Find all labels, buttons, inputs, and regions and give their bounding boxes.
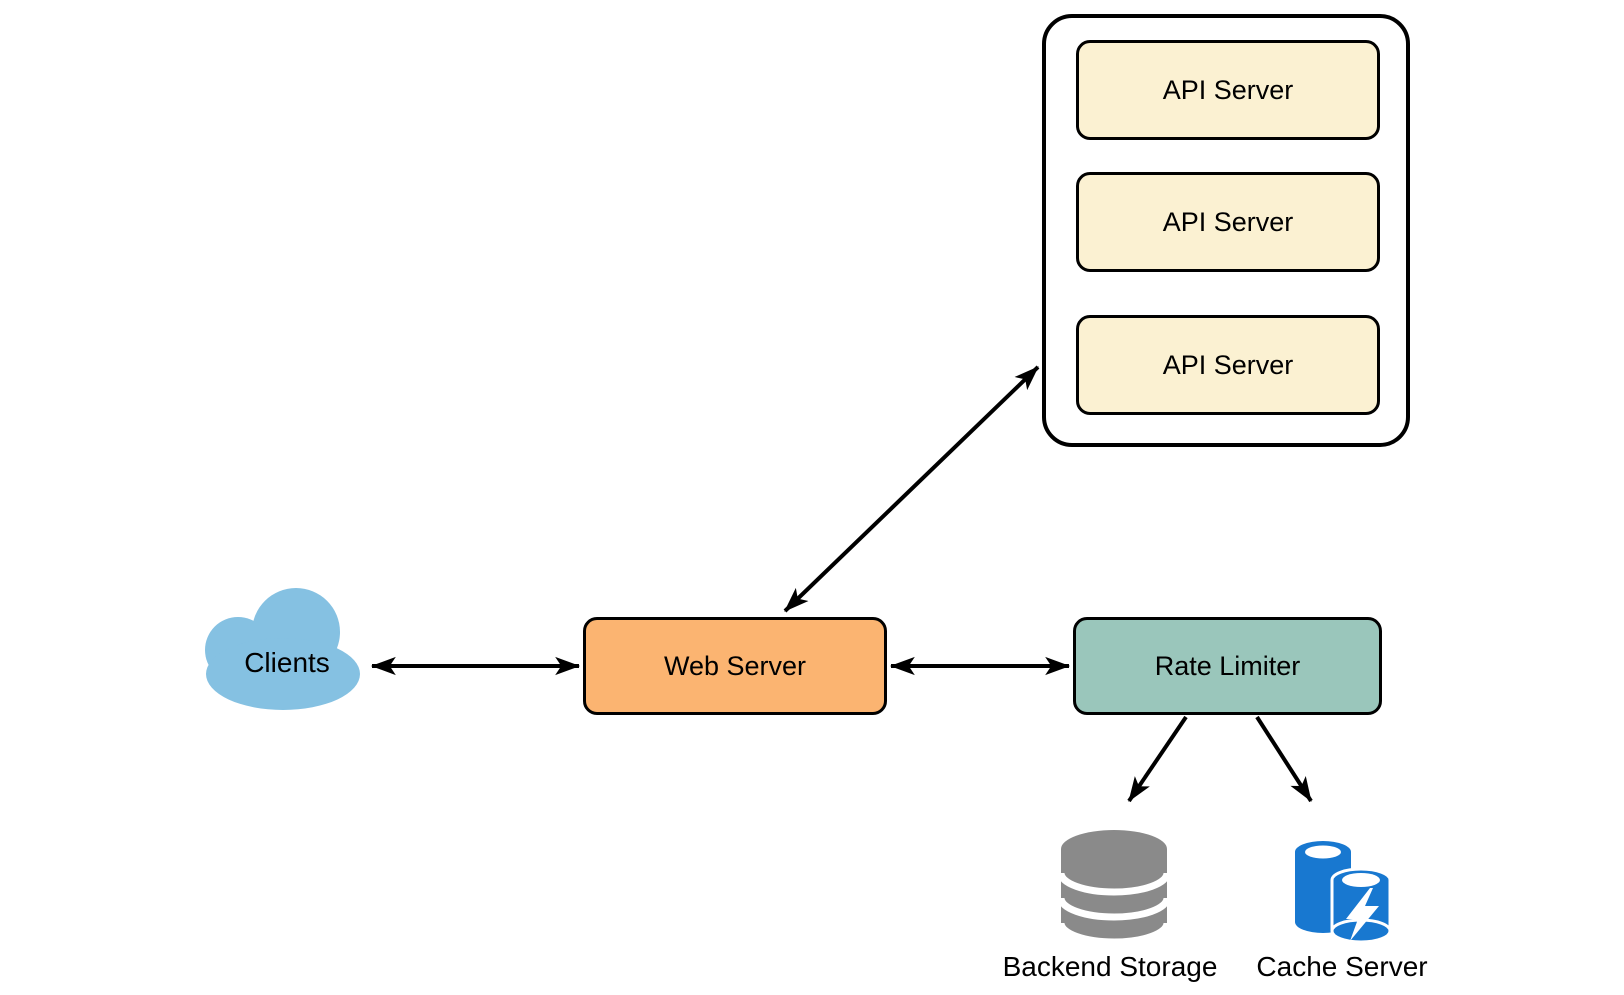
api-server-node-2: API Server	[1076, 172, 1380, 272]
backend-storage-label: Backend Storage	[1002, 951, 1218, 982]
api-server-label-1: API Server	[1162, 74, 1294, 105]
api-server-node-3: API Server	[1076, 315, 1380, 415]
rate-limiter-node: Rate Limiter	[1073, 617, 1382, 715]
clients-cloud-icon	[205, 588, 360, 710]
api-server-node-1: API Server	[1076, 40, 1380, 140]
edge-ratelimiter-backendstorage	[1127, 715, 1188, 803]
api-server-label-2: API Server	[1162, 206, 1294, 237]
cache-server-icon	[1295, 841, 1392, 944]
web-server-label: Web Server	[663, 650, 807, 681]
clients-node-label: Clients	[244, 647, 330, 678]
edge-webserver-apiservers	[783, 365, 1040, 613]
lightning-bolt-icon	[1346, 888, 1379, 941]
edge-ratelimiter-cacheserver	[1255, 715, 1313, 803]
rate-limiter-label: Rate Limiter	[1154, 650, 1301, 681]
web-server-node: Web Server	[583, 617, 887, 715]
api-server-label-3: API Server	[1162, 349, 1294, 380]
backend-storage-database-icon	[1057, 830, 1171, 946]
cache-server-label: Cache Server	[1256, 951, 1428, 982]
